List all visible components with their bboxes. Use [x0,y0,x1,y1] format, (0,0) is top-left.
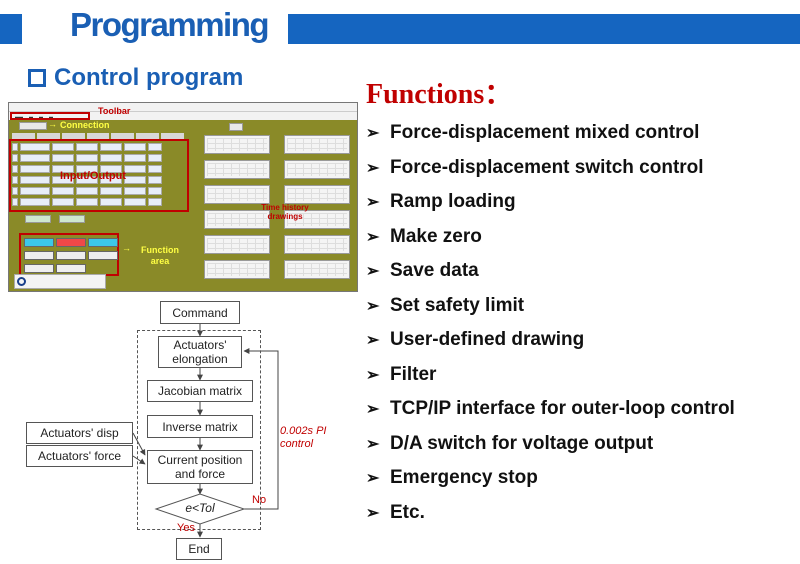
header-bar-left [0,14,22,44]
arrow-bullet-icon: ➢ [366,504,380,522]
arrow-bullet-icon: ➢ [366,228,380,246]
pi-control-label: 0.002s PI control [280,425,327,450]
function-item: ➢Set safety limit [366,294,525,316]
arrow-bullet-icon: ➢ [366,366,380,384]
function-item: ➢Emergency stop [366,467,538,489]
control-software-screenshot: ▬▬ ▬ ▬ ▬ [8,102,358,292]
function-button [56,238,86,247]
institute-logo-strip [14,274,106,289]
arrow-bullet-icon: ➢ [366,470,380,488]
end-box: End [176,538,222,560]
menu-item: ▬▬ [15,114,23,119]
force-box: Actuators' force [26,445,133,467]
arrow-bullet-icon: ➢ [366,435,380,453]
functions-title: Functions： [366,79,513,110]
toolbar-label: Toolbar [98,106,131,116]
function-item: ➢TCP/IP interface for outer-loop control [366,398,735,420]
elongation-box: Actuators' elongation [158,336,242,368]
arrow-bullet-icon: ➢ [366,297,380,315]
function-area-arrow: → [122,243,131,253]
time-history-label: Time history drawings [261,203,309,221]
function-item: ➢Make zero [366,225,482,247]
command-box: Command [160,301,240,324]
software-titlebar [9,103,357,112]
arrow-bullet-icon: ➢ [366,263,380,281]
function-button [24,238,54,247]
time-history-plot [204,160,270,179]
time-history-plot [284,235,350,254]
no-label: No [252,494,267,506]
io-highlight [9,139,189,212]
io-row [12,142,184,152]
time-history-plot [204,235,270,254]
jacobian-box: Jacobian matrix [147,380,253,402]
function-item: ➢User-defined drawing [366,329,585,351]
connect-button [19,122,47,130]
connection-arrow: → [48,119,57,129]
menu-item: ▬ [49,114,53,119]
input-output-label: Input/Output [60,170,126,182]
time-history-plot [204,185,270,204]
io-row [12,197,184,207]
function-item: ➢Filter [366,363,437,385]
io-row [12,153,184,163]
yes-label: Yes [177,522,195,534]
function-item: ➢Force-displacement switch control [366,156,704,178]
io-table-header [12,133,185,141]
time-history-plot [284,135,350,154]
arrow-bullet-icon: ➢ [366,194,380,212]
function-button [24,251,54,260]
io-row [12,186,184,196]
function-item: ➢D/A switch for voltage output [366,432,654,454]
menu-item: ▬ [39,114,43,119]
time-history-plot [284,210,350,229]
time-history-plot [284,160,350,179]
time-history-plot [204,260,270,279]
inverse-box: Inverse matrix [147,415,253,438]
time-history-plot [284,185,350,204]
menu-item: ▬ [29,114,33,119]
functions-list: ➢Force-displacement mixed control ➢Force… [366,116,735,530]
square-bullet-icon [28,69,46,87]
toolbar-highlight: ▬▬ ▬ ▬ ▬ [10,112,90,120]
function-area-label: Function area [141,245,179,266]
arrow-bullet-icon: ➢ [366,332,380,350]
page-title: Programming [70,6,270,43]
current-position-box: Current position and force [147,450,253,484]
time-history-plot [204,210,270,229]
confirm-button [25,215,51,223]
function-button [24,264,54,273]
loop-boundary [137,330,261,530]
decision-label: e<Tol [185,501,215,515]
function-item: ➢Force-displacement mixed control [366,122,700,144]
function-item: ➢Save data [366,260,479,282]
io-row [12,175,184,185]
arrow-bullet-icon: ➢ [366,401,380,419]
function-button [56,251,86,260]
function-button [88,238,118,247]
arrow-bullet-icon: ➢ [366,159,380,177]
institute-logo-icon [17,277,26,286]
connection-label: Connection [60,120,110,130]
run-button [59,215,85,223]
function-item: ➢Etc. [366,501,425,523]
header-bar-right [288,14,800,44]
time-history-plot [204,135,270,154]
function-button [88,251,118,260]
time-history-plot [284,260,350,279]
plot-header-button [229,123,243,131]
io-row [12,164,184,174]
arrow-bullet-icon: ➢ [366,125,380,143]
disp-box: Actuators' disp [26,422,133,444]
function-item: ➢Ramp loading [366,191,516,213]
subtitle-text: Control program [54,64,244,91]
software-menubar [9,112,357,120]
function-button [56,264,86,273]
section-subtitle: Control program [28,64,243,92]
